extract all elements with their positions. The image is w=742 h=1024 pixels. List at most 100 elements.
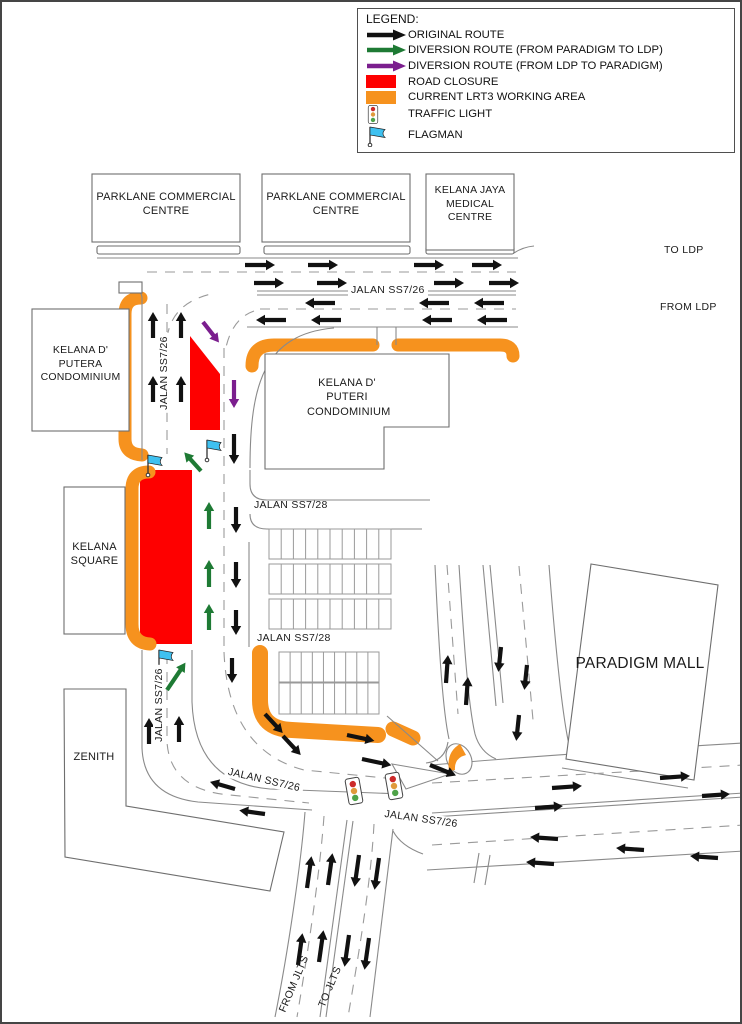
purple-arrow-icon [364,60,408,72]
building-kelana-d-putera [31,308,130,432]
road-closure-areas [140,336,220,644]
original-route-arrow [690,851,719,862]
original-route-arrow [147,312,159,338]
original-route-arrow [230,610,242,635]
legend-row-diversion-to-paradigm: DIVERSION ROUTE (FROM LDP TO PARADIGM) [364,58,728,74]
building-medical-centre [425,173,515,251]
median-line [431,796,740,818]
original-route-arrow [230,562,242,588]
building-label-medical-centre: KELANA JAYA MEDICAL CENTRE [434,184,506,224]
diversion-paradigm-to-ldp-arrow [184,452,203,473]
original-route-arrow [520,664,531,690]
diversion-ldp-to-paradigm-arrow [228,380,240,408]
road-label-ss728-upper: JALAN SS7/28 [254,499,328,511]
legend-row-diversion-to-ldp: DIVERSION ROUTE (FROM PARADIGM TO LDP) [364,43,728,59]
road-label-ss726-vertical-lower: JALAN SS7/26 [153,665,165,745]
median-line [319,819,348,1018]
building-kelana-square [63,486,126,635]
road-edge [274,811,306,1018]
building-paradigm-mall [565,563,719,781]
legend-row-road-closure: ROAD CLOSURE [364,74,728,90]
original-route-arrow [530,832,559,843]
road-closure-area [190,336,220,430]
road-edge [392,830,424,855]
original-route-arrow [317,277,347,289]
road-edge [561,767,689,789]
building-label-paradigm-mall: PARADIGM MALL [575,655,705,672]
original-route-arrow [489,277,519,289]
original-route-arrow [254,277,284,289]
road-edge [141,650,313,811]
diversion-paradigm-to-ldp-arrows [165,452,215,692]
original-route-arrow [534,801,563,812]
legend-label: ORIGINAL ROUTE [408,28,505,41]
building-kelana-d-puteri [264,353,450,470]
lane-divider-dashed [347,823,375,1018]
buildings [31,173,719,892]
original-route-arrow [434,277,464,289]
original-route-arrow [422,314,452,326]
sidewalk-strip [96,245,241,255]
roadside-box [118,281,143,294]
road-closure-area [140,470,192,644]
direction-label-to-ldp: TO LDP [664,244,704,256]
original-route-arrow [175,312,187,338]
road-edge [482,564,497,707]
road-edge [369,828,394,1018]
diversion-ldp-to-paradigm-arrows [201,320,240,408]
building-label-zenith: ZENITH [73,751,115,763]
road-edge [473,852,480,884]
road-label-ss726-top: JALAN SS7/26 [348,284,428,296]
original-route-arrows [143,259,730,970]
original-route-arrow [295,933,307,966]
legend-heading: LEGEND: [366,12,419,26]
legend-label: DIVERSION ROUTE (FROM LDP TO PARADIGM) [408,59,663,72]
original-route-arrow [512,714,523,741]
building-label-parklane-1: PARKLANE COMMERCIAL CENTRE [96,191,236,218]
lrt3-working-area [245,338,380,373]
original-route-arrow [210,779,236,792]
parking-stalls [268,528,392,715]
original-route-arrow [143,718,155,744]
road-edge [249,470,430,501]
legend-row-traffic-light: TRAFFIC LIGHT [364,104,728,124]
diversion-paradigm-to-ldp-arrow [203,604,215,630]
building-label-kelana-square: KELANA SQUARE [70,541,119,568]
road-edge [434,564,450,740]
original-route-arrow [175,376,187,402]
legend-row-original-route: ORIGINAL ROUTE [364,27,728,43]
original-route-arrow [316,930,328,963]
lane-divider-dashed [223,651,427,783]
diversion-paradigm-to-ldp-arrow [203,560,215,587]
lane-divider-dashed [166,654,310,804]
lrt3-working-area [125,465,157,651]
parking-row [278,651,380,683]
building-label-kelana-d-puteri: KELANA D' PUTERI CONDOMINIUM [307,377,391,418]
diversion-paradigm-to-ldp-arrow [165,662,186,692]
building-label-parklane-2: PARKLANE COMMERCIAL CENTRE [266,191,406,218]
original-route-arrow [281,734,301,756]
original-route-arrow [340,934,352,967]
legend-label: FLAGMAN [408,128,463,141]
original-route-arrow [494,646,505,672]
black-arrow-icon [364,29,408,41]
road-edge [484,854,491,886]
traffic-light-icon [344,776,364,806]
original-route-arrow [147,376,159,402]
legend-row-flagman: FLAGMAN [364,124,728,147]
legend-label: TRAFFIC LIGHT [408,108,493,121]
flagmen [145,439,222,673]
legend-row-lrt3-working-area: CURRENT LRT3 WORKING AREA [364,89,728,105]
median-line [431,792,740,814]
sidewalk-strip [263,245,411,255]
original-route-arrow [325,853,337,886]
building-parklane-2 [261,173,411,243]
road-label-ss728-lower: JALAN SS7/28 [257,632,331,644]
original-route-arrow [616,843,645,854]
legend-label: DIVERSION ROUTE (FROM PARADIGM TO LDP) [408,44,663,57]
road-edge [249,513,268,530]
original-route-arrow [526,857,555,868]
road-edge [513,245,535,254]
